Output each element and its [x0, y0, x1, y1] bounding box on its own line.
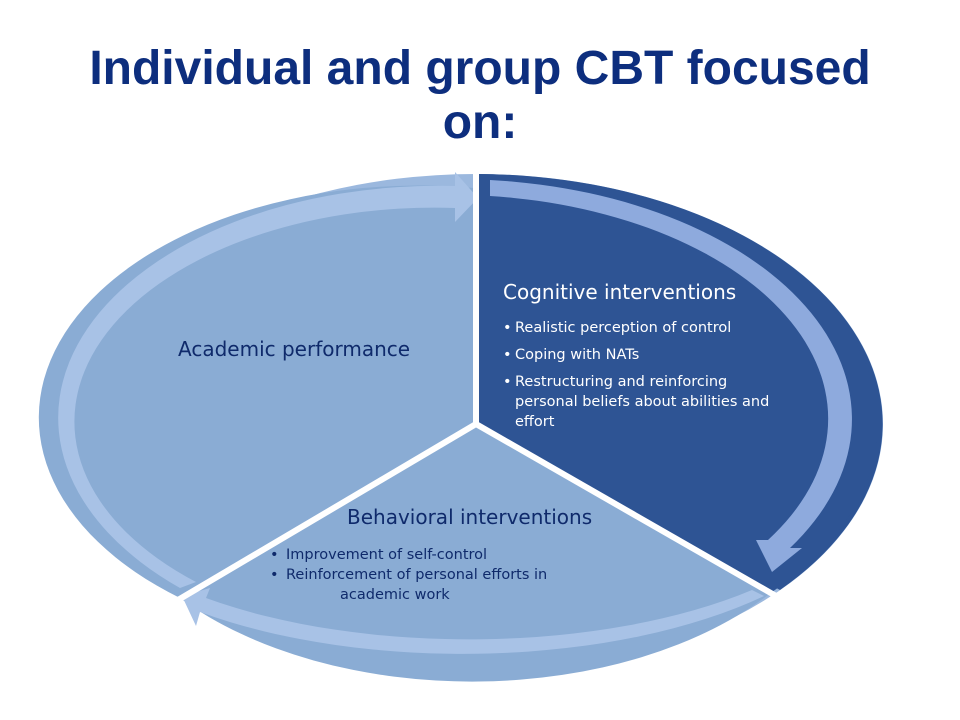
behavioral-heading: Behavioral interventions: [347, 505, 593, 529]
cycle-arrow-academic: [58, 172, 479, 588]
cognitive-item: Restructuring and reinforcing personal b…: [503, 372, 783, 432]
behavioral-list: Improvement of self-control Reinforcemen…: [270, 545, 650, 605]
cycle-arrow-cognitive: [490, 180, 852, 572]
academic-heading: Academic performance: [178, 337, 411, 361]
cognitive-item: Coping with NATs: [503, 345, 783, 365]
cognitive-item: Realistic perception of control: [503, 318, 783, 338]
divider-left: [176, 421, 478, 603]
slide-title: Individual and group CBT focused on:: [60, 42, 900, 150]
cycle-arrow-behavioral: [182, 588, 764, 654]
cognitive-list: Realistic perception of control Coping w…: [503, 318, 783, 432]
behavioral-item-text: Reinforcement of personal efforts in: [286, 567, 548, 583]
behavioral-item: Reinforcement of personal efforts in aca…: [270, 565, 650, 605]
behavioral-segment-text: Improvement of self-control Reinforcemen…: [270, 545, 650, 605]
slide-title-line-1: Individual and group CBT focused: [89, 42, 871, 95]
divider-right: [474, 421, 778, 599]
cognitive-segment-text: Cognitive interventions Realistic percep…: [503, 280, 783, 432]
behavioral-item-continuation: academic work: [340, 587, 450, 603]
slide-title-line-2: on:: [442, 96, 518, 149]
cognitive-heading: Cognitive interventions: [503, 280, 737, 304]
behavioral-item: Improvement of self-control: [270, 545, 650, 565]
